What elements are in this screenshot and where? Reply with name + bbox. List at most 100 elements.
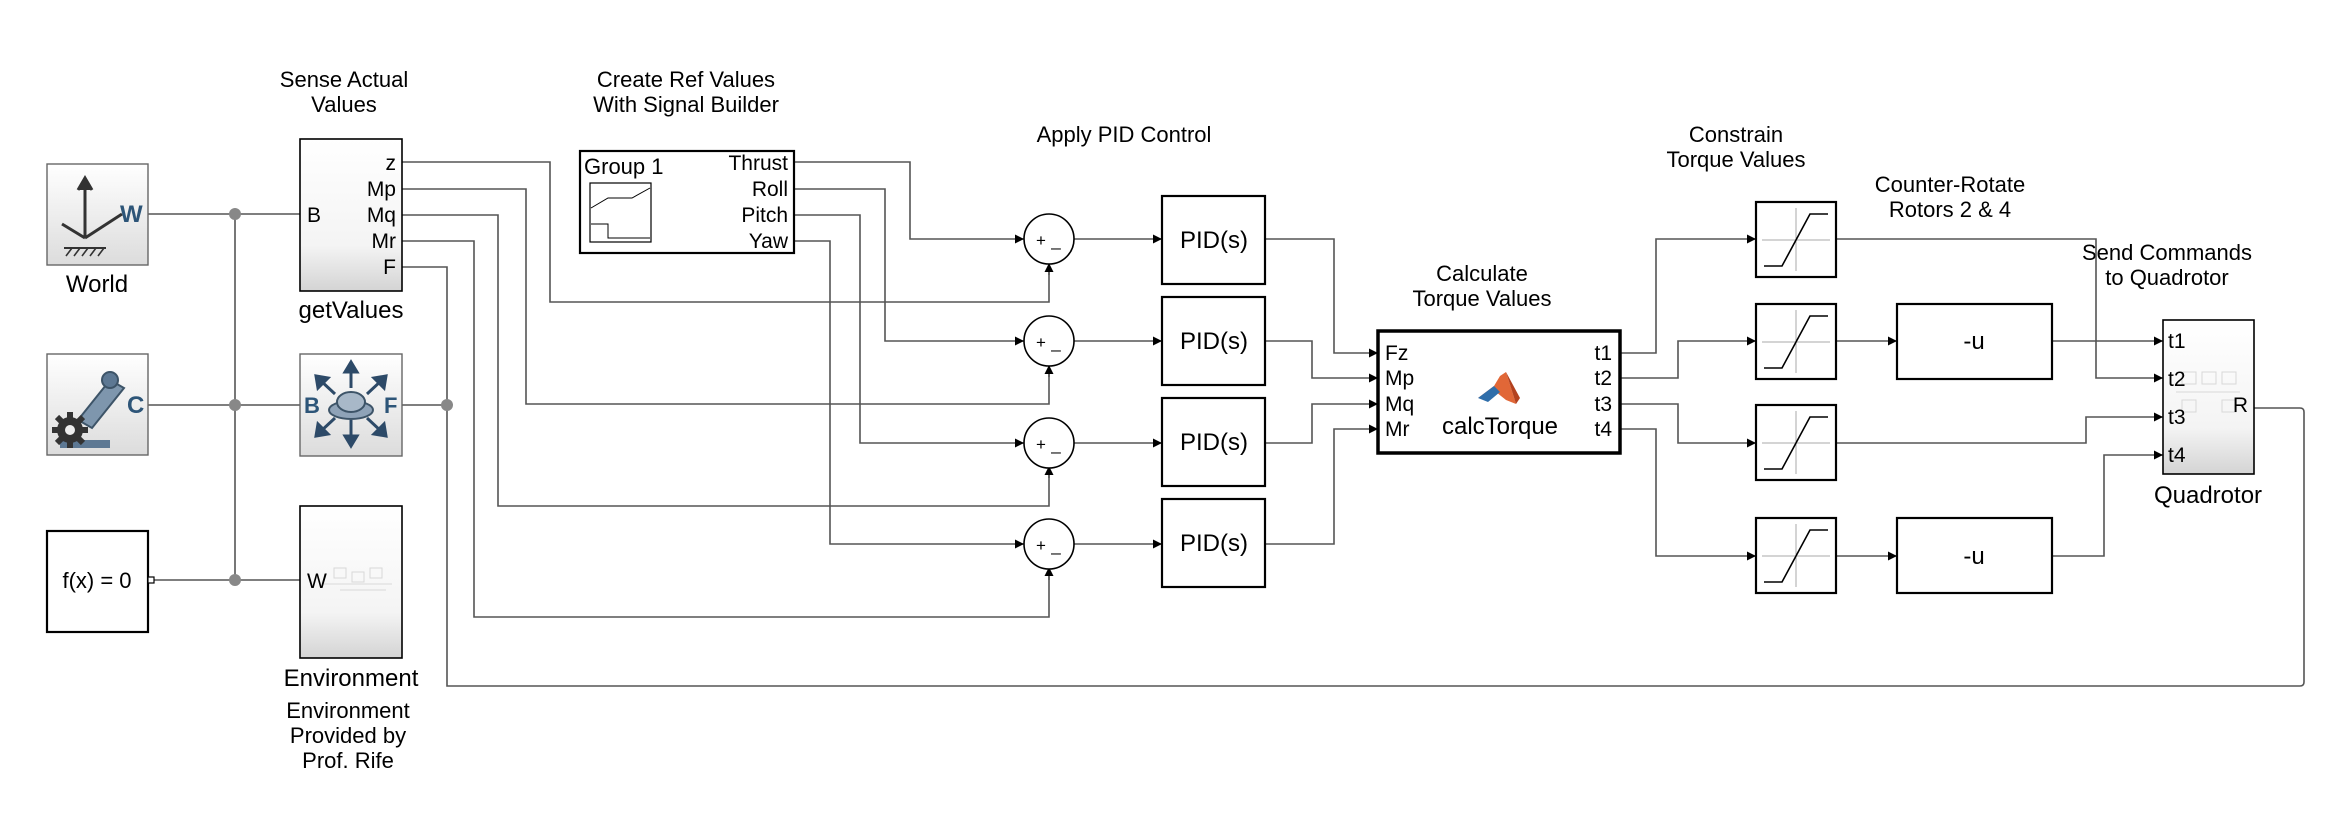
wire-pitch[interactable] [794,214,1024,448]
quadrotor-input-t2: t2 [2168,368,2186,391]
wire-pid4-mr[interactable] [1265,424,1378,545]
getvalues-port-f: F [383,256,396,279]
branch-dot [441,399,453,411]
caption-calculate-torque: Calculate Torque Values [1412,261,1551,311]
sum-minus: _ [1050,536,1061,555]
sum-minus: _ [1050,231,1061,250]
solver-config-block[interactable]: f(x) = 0 [45,529,155,634]
pid-block[interactable]: PID(s) [1160,295,1267,387]
calctorque-input-fz: Fz [1385,342,1408,365]
quadrotor-subsystem[interactable]: t1 t2 t3 t4 R Quadrotor [2154,319,2262,509]
branch-points [229,208,453,586]
getvalues-port-mp: Mp [367,178,396,201]
sum-minus: _ [1050,435,1061,454]
saturation-block[interactable] [1754,200,1838,279]
drone-body-icon [314,359,388,449]
world-block[interactable]: W World [46,163,149,298]
caption-environment-provided: Environment Provided by Prof. Rife [286,698,410,773]
wire-roll[interactable] [794,188,1024,346]
quadrotor-name: Quadrotor [2154,482,2262,509]
pid-block[interactable]: PID(s) [1160,497,1267,589]
signal-builder-output-yaw: Yaw [749,230,789,253]
wire-thrust[interactable] [794,161,1024,244]
environment-name: Environment [284,665,419,692]
caption-line: With Signal Builder [593,92,779,117]
connection-f-loop[interactable] [402,266,2305,687]
wire-t1-sat1[interactable] [1620,234,1756,354]
calctorque-output-t3: t3 [1594,393,1612,416]
wire-t4-sat4[interactable] [1620,428,1756,561]
wire-pid3-mq[interactable] [1265,399,1378,444]
wire-t2-sat2[interactable] [1620,336,1756,379]
wire-gain2-qt4[interactable] [2052,450,2163,557]
caption-line: Torque Values [1666,147,1805,172]
caption-line: Provided by [290,723,406,748]
calctorque-function-name: calcTorque [1442,413,1558,440]
quadrotor-input-t4: t4 [2168,444,2186,467]
saturation-block[interactable] [1754,516,1838,595]
calctorque-output-t1: t1 [1594,342,1612,365]
gain-block[interactable]: -u [1895,302,2054,381]
caption-line: to Quadrotor [2105,265,2229,290]
calctorque-block[interactable]: Fz Mp Mq Mr t1 t2 t3 t4 calcTorque [1376,329,1622,455]
quadrotor-input-t3: t3 [2168,406,2186,429]
robot-arm-icon [60,371,126,448]
wire-gain1-qt2[interactable] [2052,340,2163,383]
config-port-c: C [127,392,144,419]
sum-block[interactable]: + _ [1023,213,1075,265]
gain-block[interactable]: -u [1895,516,2054,595]
caption-line: Rotors 2 & 4 [1889,197,2011,222]
getvalues-name: getValues [299,297,404,324]
sum-plus: + [1036,333,1046,352]
signal-builder-output-roll: Roll [752,178,788,201]
pid-label: PID(s) [1180,328,1248,355]
wire-pid2-mp[interactable] [1265,340,1378,383]
sum-plus: + [1036,536,1046,555]
sum-block[interactable]: + _ [1023,417,1075,469]
caption-constrain-torque: Constrain Torque Values [1666,122,1805,172]
caption-counter-rotate: Counter-Rotate Rotors 2 & 4 [1875,172,2025,222]
wire-yaw[interactable] [794,240,1024,549]
saturation-block[interactable] [1754,403,1838,482]
saturation-curve-icon [1764,315,1828,369]
quadrotor-preview [2176,371,2240,413]
wire-mr[interactable] [402,240,1050,618]
wire-pid1-fz[interactable] [1265,238,1378,358]
sum-block[interactable]: + _ [1023,315,1075,367]
wire-z[interactable] [402,161,1050,303]
caption-line: Calculate [1436,261,1528,286]
body-block[interactable]: B F [299,353,403,457]
matlab-logo-icon [1478,372,1520,404]
saturation-curve-icon [1764,213,1828,267]
getvalues-subsystem[interactable]: B z Mp Mq Mr F getValues [299,138,404,324]
wire-mq[interactable] [402,214,1050,507]
saturation-block[interactable] [1754,302,1838,381]
environment-subsystem[interactable]: W Environment [284,505,419,692]
caption-line: Values [311,92,377,117]
pid-label: PID(s) [1180,530,1248,557]
wire-sat1-qt1[interactable] [1836,238,2163,346]
mechanism-config-block[interactable]: C [46,353,149,456]
signal-builder-icon [589,182,652,243]
wire-sat3-qt3[interactable] [1836,412,2163,444]
quadrotor-output-r: R [2233,394,2248,417]
caption-create-ref-values: Create Ref Values With Signal Builder [593,67,779,117]
calctorque-input-mq: Mq [1385,393,1414,416]
branch-dot [229,208,241,220]
caption-line: Counter-Rotate [1875,172,2025,197]
gear-icon [52,412,88,448]
gain-label: -u [1963,328,1984,355]
signal-builder-block[interactable]: Group 1 Thrust Roll Pitch Yaw [578,149,796,255]
caption-line: Constrain [1689,122,1783,147]
sum-minus: _ [1050,333,1061,352]
wire-t3-sat3[interactable] [1620,403,1756,448]
pid-block[interactable]: PID(s) [1160,194,1267,286]
sum-block[interactable]: + _ [1023,518,1075,570]
caption-line: Send Commands [2082,240,2252,265]
wire-mp[interactable] [402,188,1050,405]
world-name: World [66,271,128,298]
pid-block[interactable]: PID(s) [1160,396,1267,488]
signal-lines [148,161,2305,687]
body-port-f: F [384,393,397,418]
